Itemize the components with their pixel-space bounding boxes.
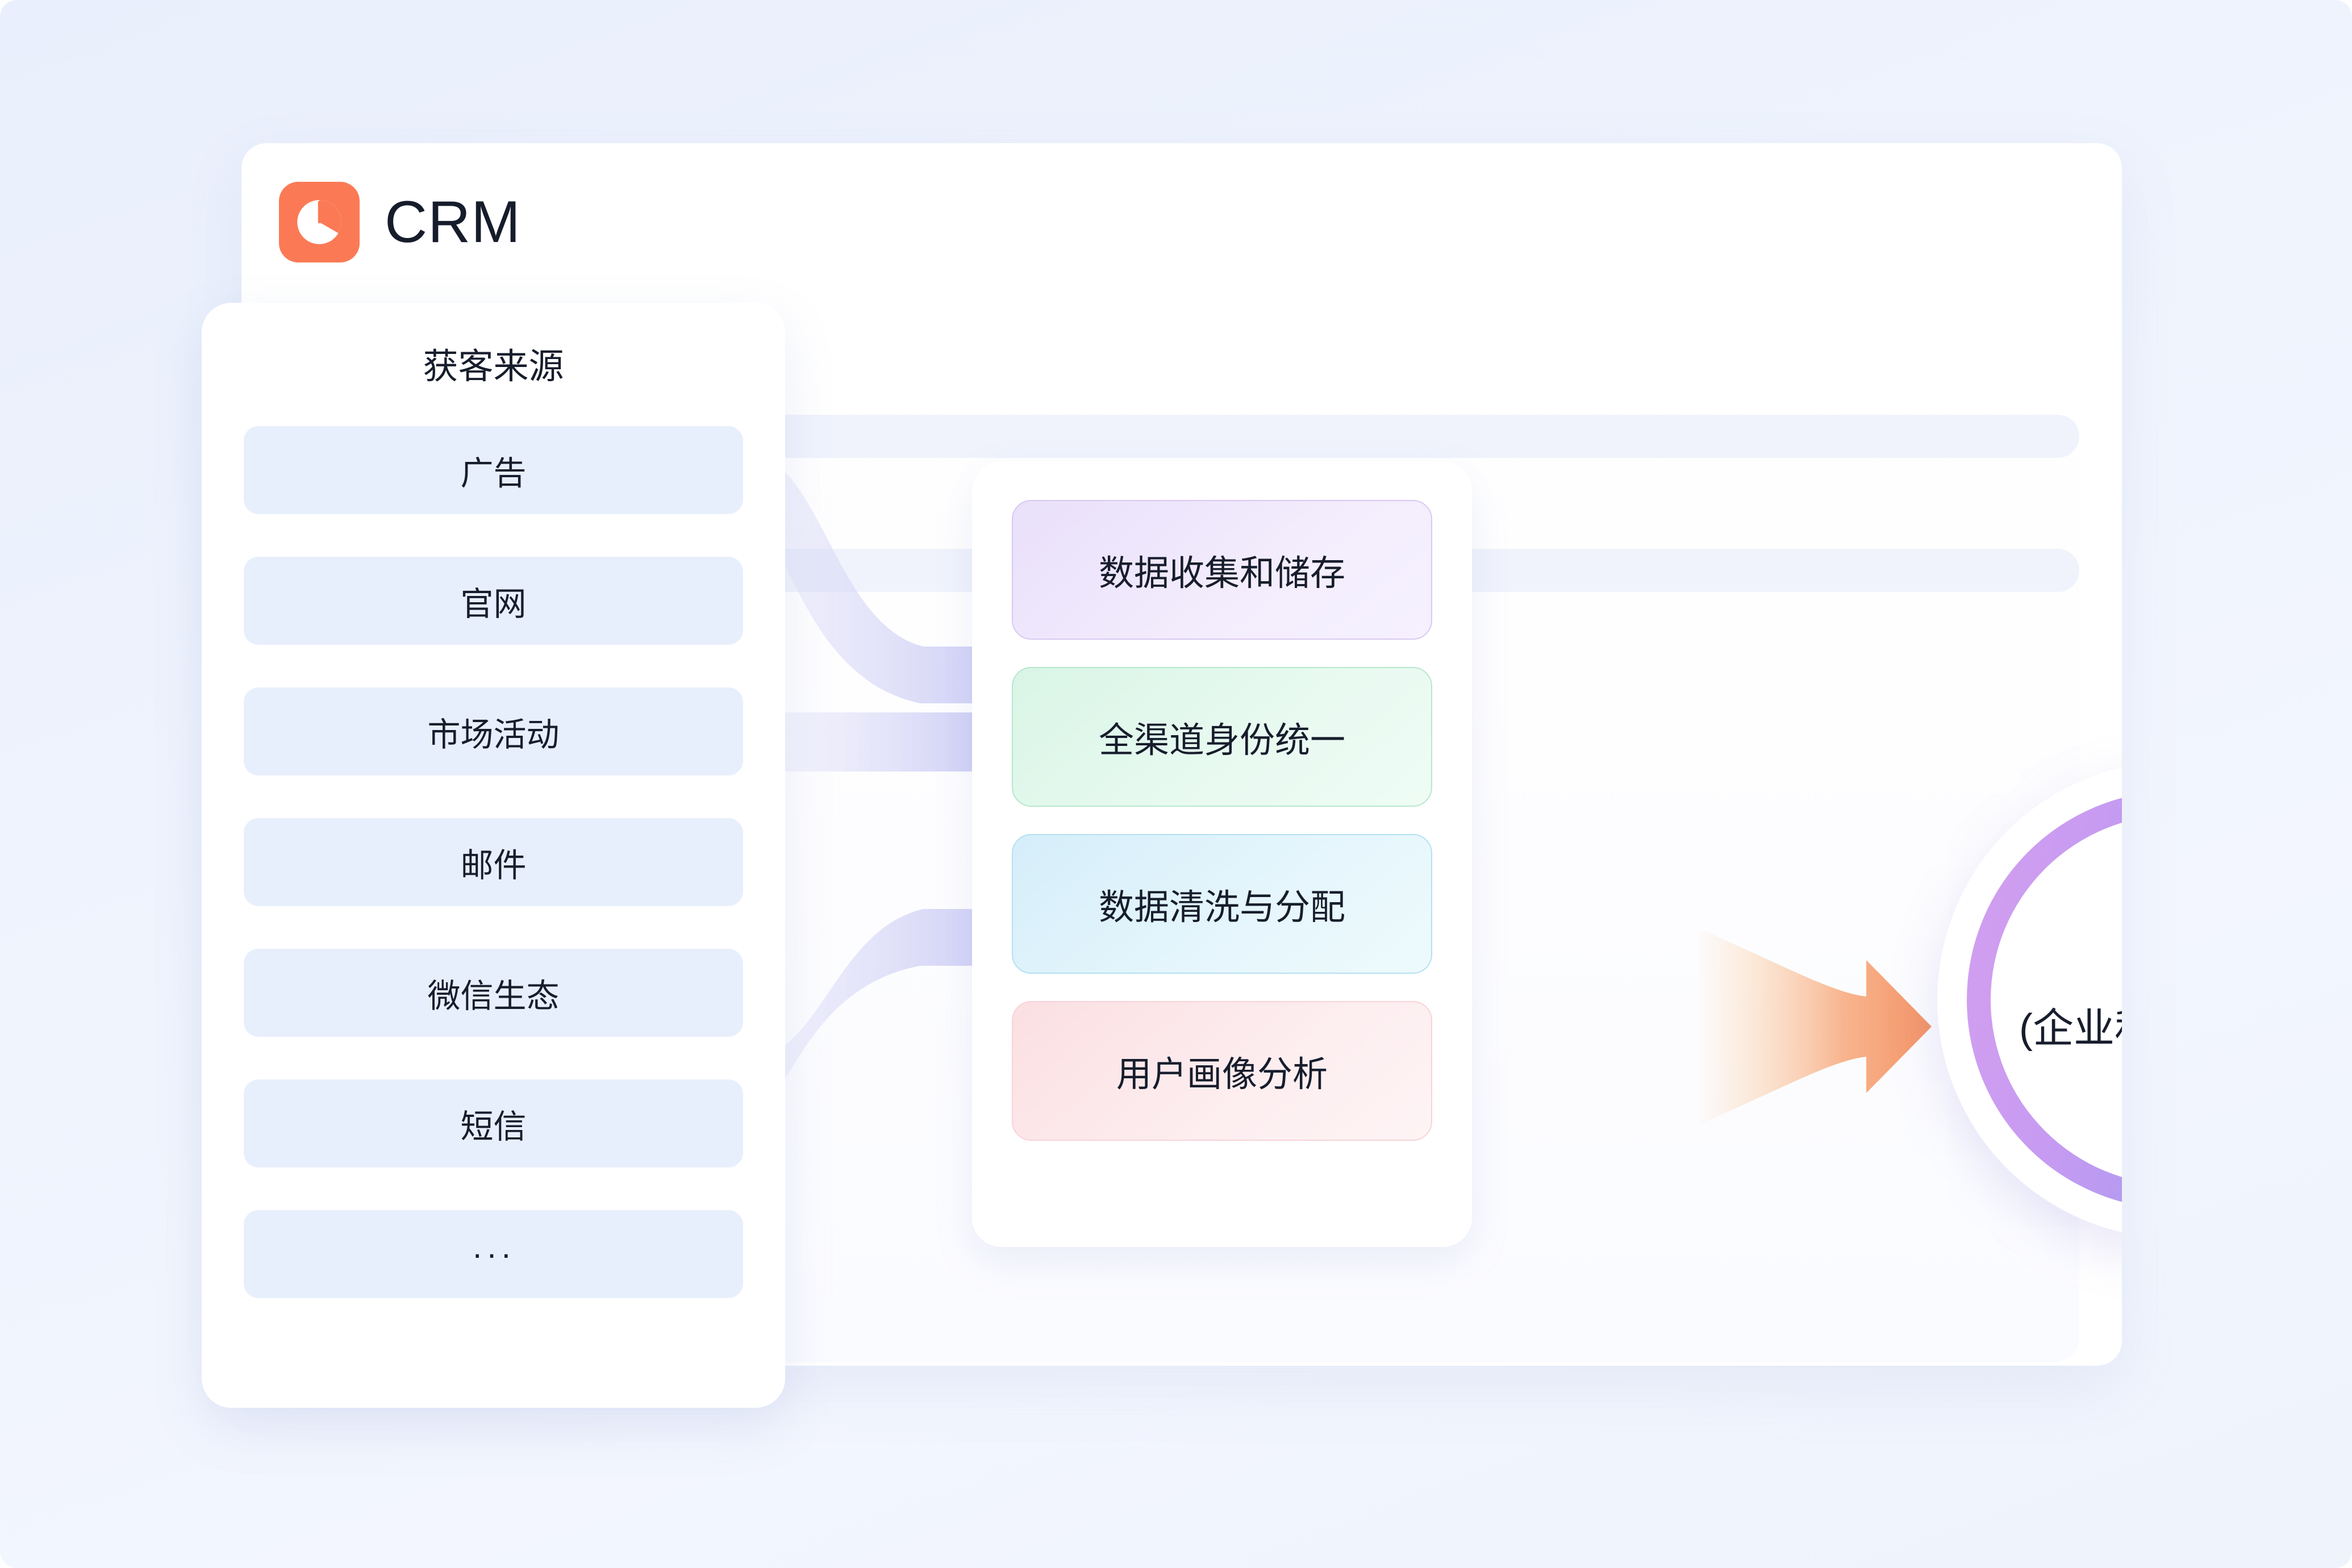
sidebar-item-more[interactable]: ··· — [244, 1210, 743, 1298]
sidebar-item-sms[interactable]: 短信 — [244, 1079, 743, 1167]
pipeline-panel: 数据收集和储存 全渠道身份统一 数据清洗与分配 用户画像分析 — [972, 461, 1472, 1247]
brand-name: CRM — [385, 189, 521, 255]
acquisition-sources-panel: 获客来源 广告 官网 市场活动 邮件 微信生态 短信 ··· — [202, 303, 785, 1408]
target-title: CRM — [2120, 946, 2122, 1002]
sidebar-item-wechat-ecosystem[interactable]: 微信生态 — [244, 949, 743, 1037]
target-subtitle: (企业私域流量池) — [2019, 1006, 2122, 1052]
sidebar-item-website[interactable]: 官网 — [244, 557, 743, 645]
right-arrow-icon — [1699, 928, 1932, 1125]
pipeline-card-identity-unification[interactable]: 全渠道身份统一 — [1012, 667, 1432, 807]
target-label-group: CRM (企业私域流量池) — [1937, 761, 2122, 1238]
pipeline-card-data-collection[interactable]: 数据收集和储存 — [1012, 500, 1432, 640]
crm-target-circle: CRM (企业私域流量池) — [1937, 761, 2122, 1238]
pipeline-card-user-profiling[interactable]: 用户画像分析 — [1012, 1001, 1432, 1141]
brand-row: CRM — [279, 182, 521, 262]
panel-title: 获客来源 — [423, 347, 564, 386]
sidebar-item-ads[interactable]: 广告 — [244, 426, 743, 514]
sidebar-item-marketing-events[interactable]: 市场活动 — [244, 687, 743, 775]
pipeline-card-data-cleaning[interactable]: 数据清洗与分配 — [1012, 834, 1432, 974]
sidebar-item-email[interactable]: 邮件 — [244, 818, 743, 906]
pie-chart-icon — [279, 182, 360, 262]
source-list: 广告 官网 市场活动 邮件 微信生态 短信 ··· — [244, 426, 743, 1298]
